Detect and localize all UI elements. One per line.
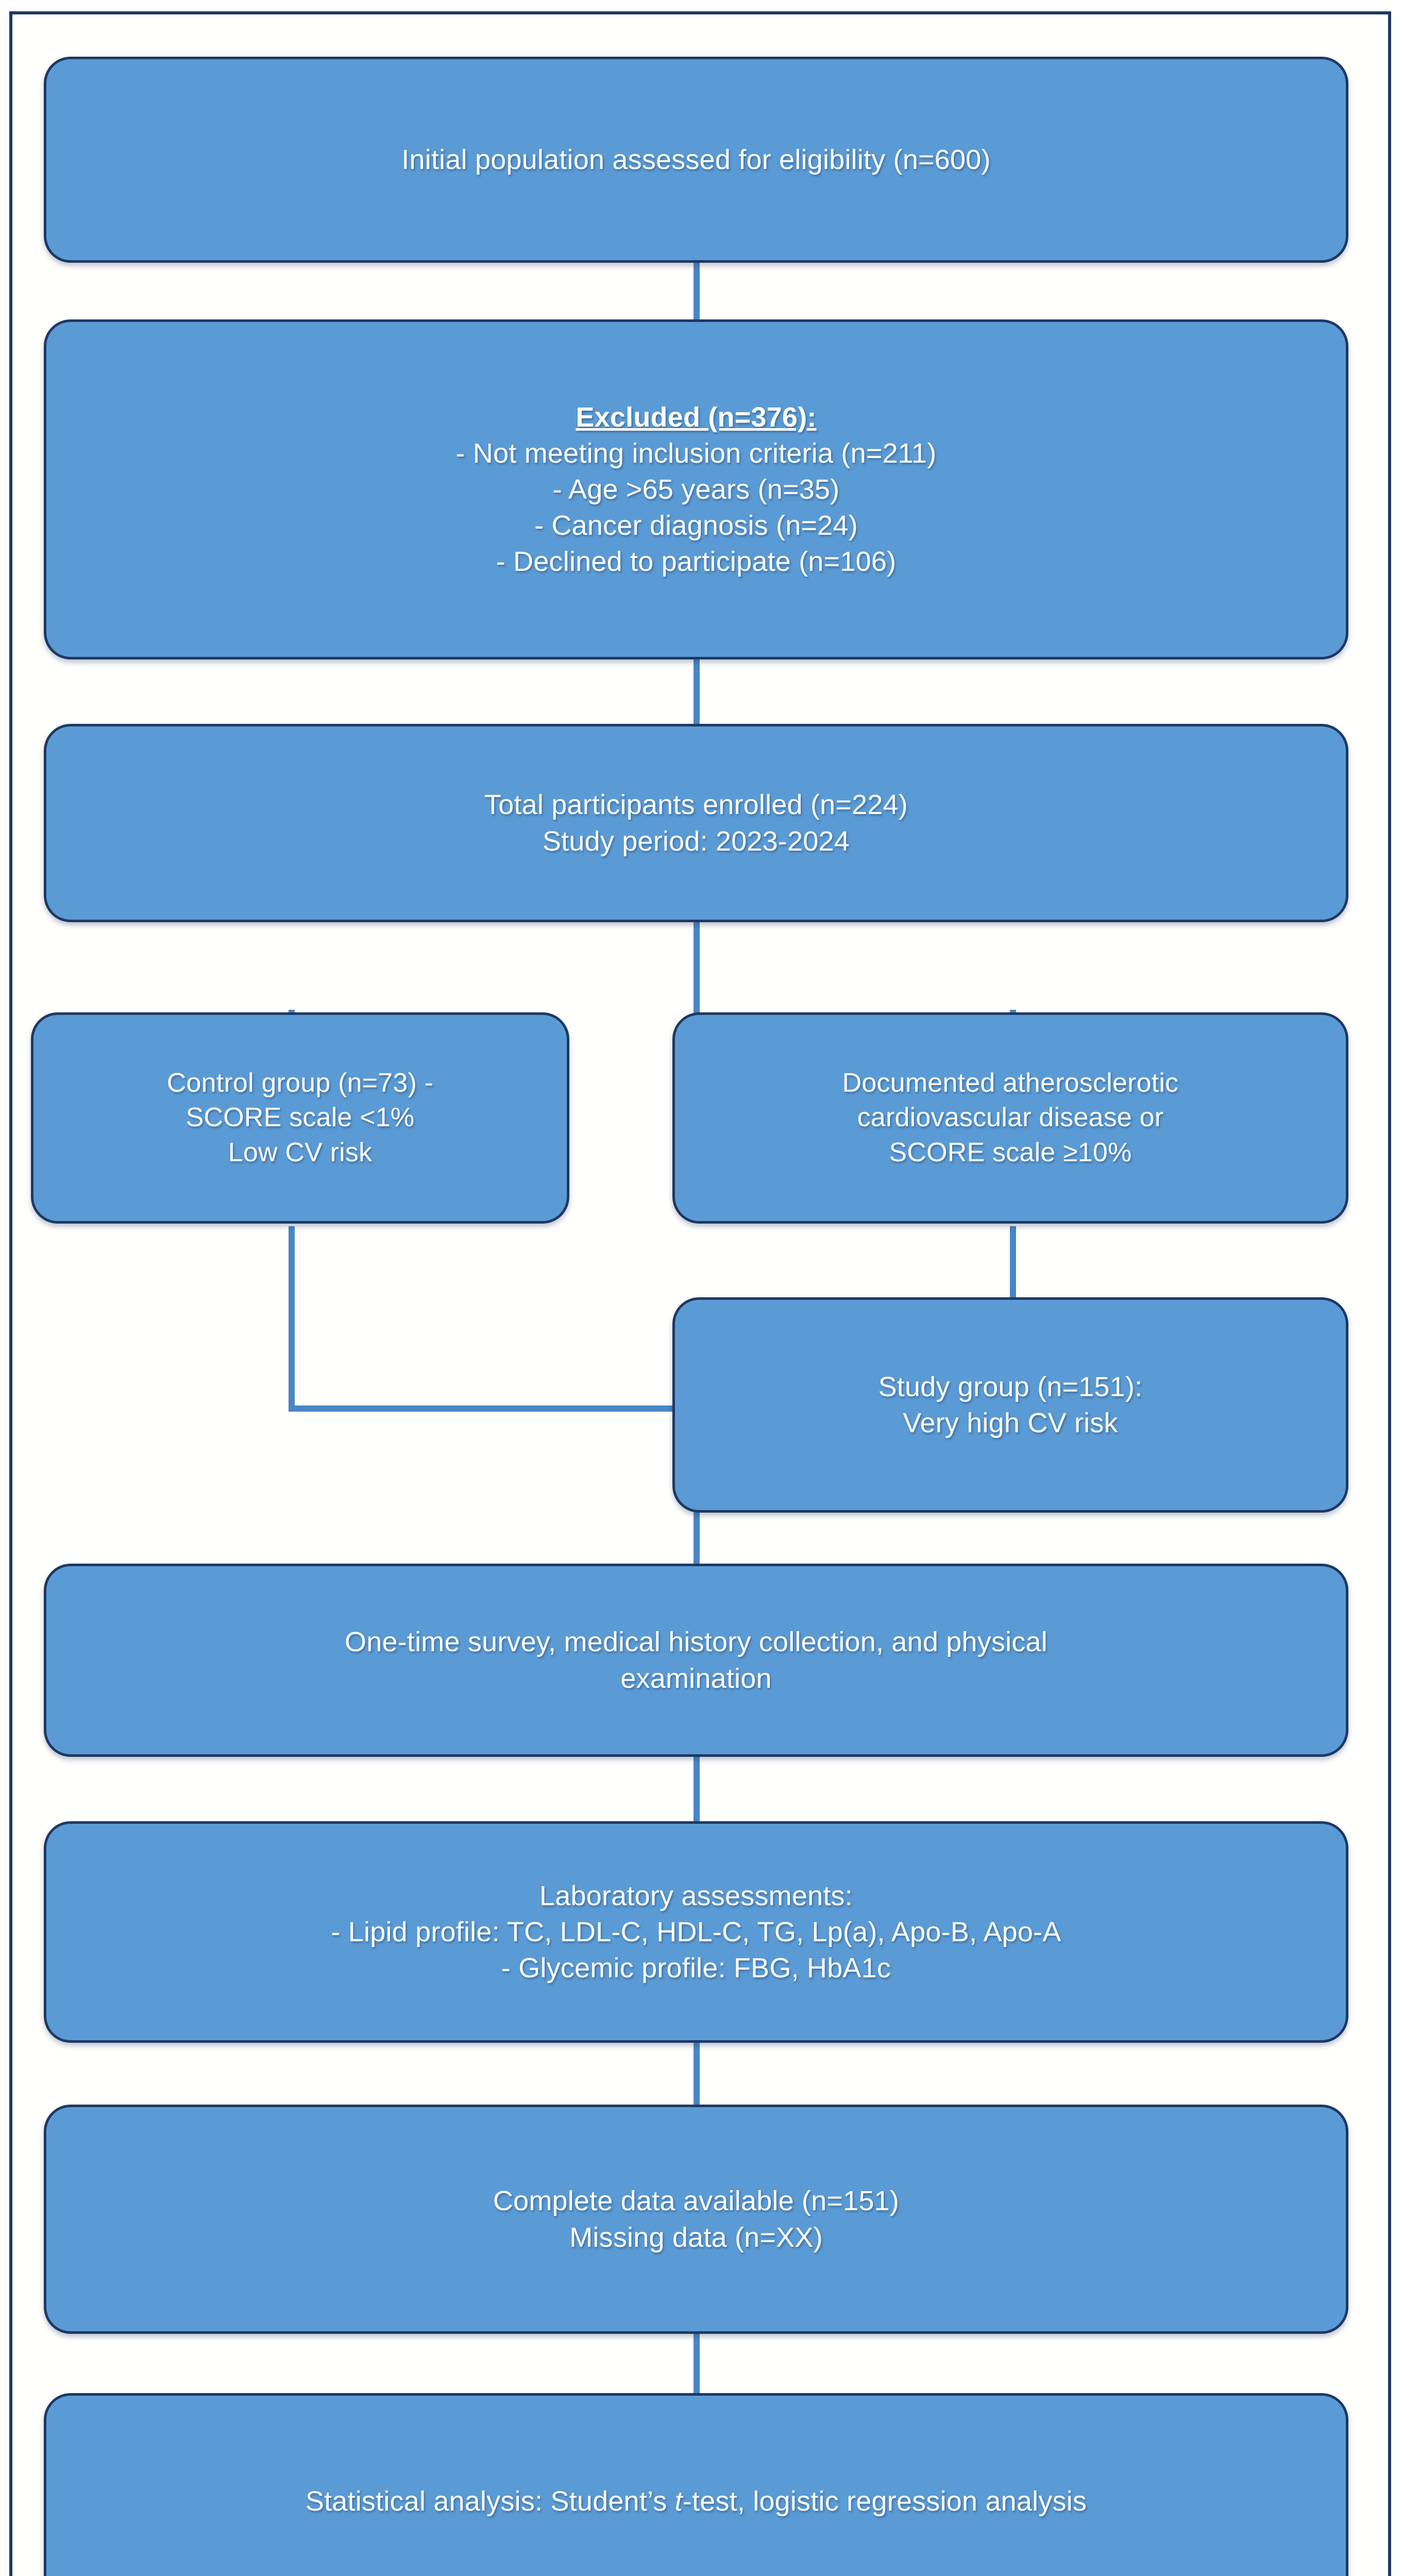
initial-population-text: Initial population assessed for eligibil… [401,144,991,175]
survey-exam-line-2: examination [620,1663,772,1694]
missing-data-count: Missing data (n=XX) [569,2222,823,2253]
excluded-item-3: - Declined to participate (n=106) [496,546,897,578]
node-excluded[interactable]: Excluded (n=376): - Not meeting inclusio… [44,319,1348,659]
stats-italic-t: t [674,2485,683,2517]
excluded-item-2: - Cancer diagnosis (n=24) [534,510,858,541]
node-inclusion-criteria[interactable]: Documented atherosclerotic cardiovascula… [672,1012,1348,1224]
connector-complete-to-stats [694,2329,700,2396]
node-complete-data[interactable]: Complete data available (n=151) Missing … [44,2105,1348,2334]
connector-initial-to-excluded [694,258,700,325]
inclusion-criteria-line-2: cardiovascular disease or [857,1103,1164,1133]
total-enrolled-count: Total participants enrolled (n=224) [484,789,908,821]
control-group-count: Control group (n=73) - [166,1067,434,1098]
node-laboratory-assessments[interactable]: Laboratory assessments: - Lipid profile:… [44,1821,1348,2043]
connector-control-down [289,1226,295,1412]
lab-item-0: - Lipid profile: TC, LDL-C, HDL-C, TG, L… [331,1916,1061,1947]
control-group-risk: Low CV risk [228,1137,373,1167]
statistical-analysis-text: Statistical analysis: Student’s t-test, … [64,2483,1328,2519]
inclusion-criteria-line-3: SCORE scale ≥10% [889,1137,1132,1167]
connector-lab-to-complete [694,2040,700,2107]
excluded-item-0: - Not meeting inclusion criteria (n=211) [455,437,937,469]
connector-control-to-study [289,1405,690,1412]
connector-enrolled-split-stem [694,916,700,1019]
node-survey-exam[interactable]: One-time survey, medical history collect… [44,1564,1348,1757]
excluded-items: - Not meeting inclusion criteria (n=211)… [64,435,1328,580]
connector-study-to-survey [694,1510,700,1566]
stats-prefix: Statistical analysis: Student’s [305,2485,675,2517]
connector-criteria-to-study [1010,1226,1016,1303]
node-initial-population[interactable]: Initial population assessed for eligibil… [44,57,1348,263]
excluded-item-1: - Age >65 years (n=35) [552,473,840,505]
study-group-count: Study group (n=151): [878,1371,1143,1402]
node-study-group[interactable]: Study group (n=151): Very high CV risk [672,1297,1348,1513]
excluded-heading: Excluded (n=376): [576,401,817,433]
control-group-score: SCORE scale <1% [185,1103,415,1133]
inclusion-criteria-line-1: Documented atherosclerotic [842,1067,1179,1098]
total-enrolled-period: Study period: 2023-2024 [542,825,850,857]
connector-excluded-to-enrolled [694,654,700,726]
node-total-enrolled[interactable]: Total participants enrolled (n=224) Stud… [44,724,1348,922]
complete-data-count: Complete data available (n=151) [493,2185,900,2217]
stats-suffix: -test, logistic regression analysis [682,2485,1087,2517]
study-group-risk: Very high CV risk [903,1408,1118,1438]
connector-survey-to-lab [694,1752,700,1824]
survey-exam-line-1: One-time survey, medical history collect… [345,1626,1047,1658]
node-control-group[interactable]: Control group (n=73) - SCORE scale <1% L… [31,1012,569,1224]
node-statistical-analysis[interactable]: Statistical analysis: Student’s t-test, … [44,2393,1348,2576]
lab-heading: Laboratory assessments: [539,1880,853,1911]
lab-items: - Lipid profile: TC, LDL-C, HDL-C, TG, L… [64,1914,1328,1986]
lab-item-1: - Glycemic profile: FBG, HbA1c [501,1953,891,1984]
